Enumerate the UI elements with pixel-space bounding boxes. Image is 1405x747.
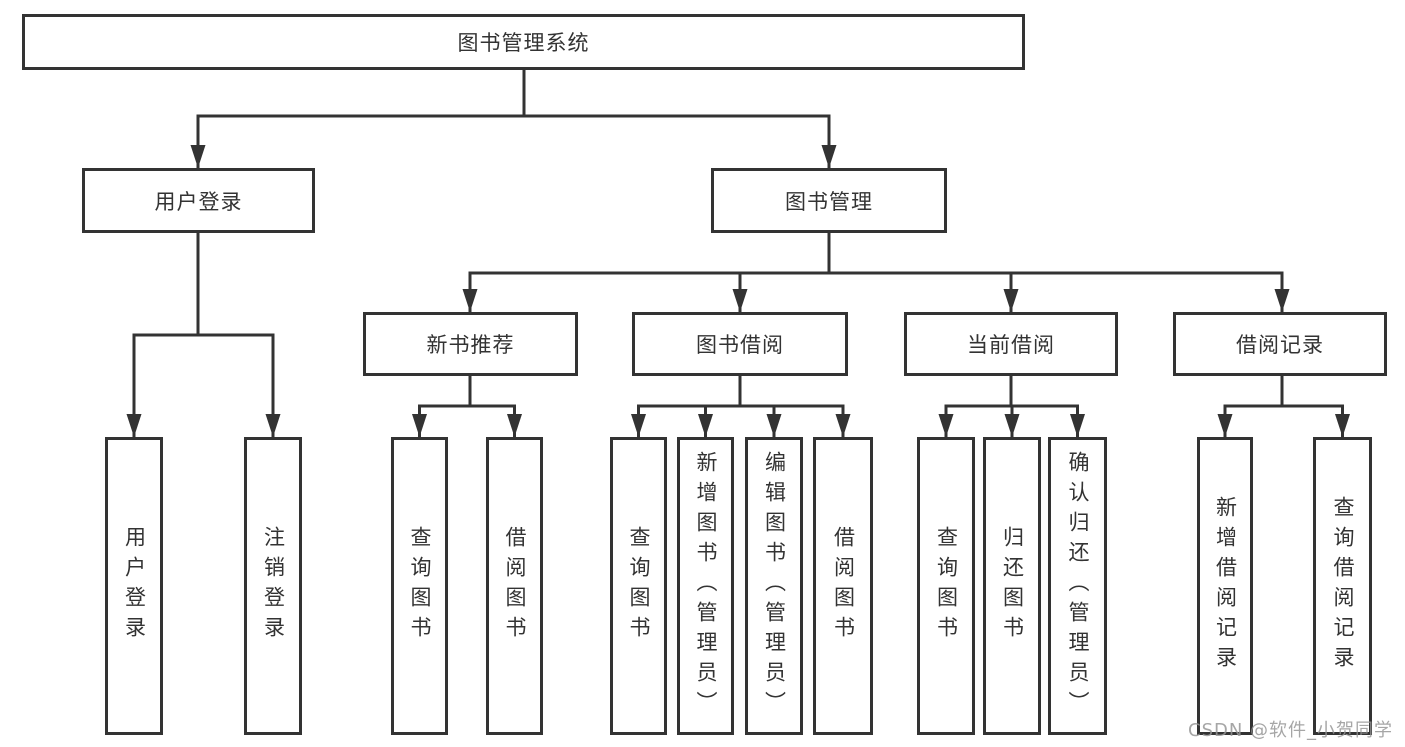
edges-current-borrow — [938, 375, 1085, 437]
node-user-login-branch: 用户登录 — [82, 168, 315, 233]
leaf-borrow-add-admin: 新增图书（管理员） — [677, 437, 734, 735]
node-borrow-records-label: 借阅记录 — [1236, 333, 1324, 357]
leaf-current-confirm-admin: 确认归还（管理员） — [1048, 437, 1107, 735]
node-borrow-records: 借阅记录 — [1173, 312, 1387, 376]
node-current-borrow: 当前借阅 — [904, 312, 1118, 376]
leaf-records-add-label: 新增借阅记录 — [1213, 496, 1238, 676]
csdn-watermark: CSDN @软件_小贺同学 — [1188, 720, 1394, 741]
leaf-current-query: 查询图书 — [917, 437, 975, 735]
leaf-borrow-query: 查询图书 — [610, 437, 667, 735]
leaf-borrow-edit-admin: 编辑图书（管理员） — [745, 437, 803, 735]
edges-root-to-level1 — [190, 68, 837, 168]
leaf-current-confirm-admin-label: 确认归还（管理员） — [1066, 451, 1090, 721]
leaf-current-return: 归还图书 — [983, 437, 1041, 735]
node-root-library-system: 图书管理系统 — [22, 14, 1025, 70]
leaf-borrow-add-admin-label: 新增图书（管理员） — [694, 451, 718, 721]
node-new-book-recommend: 新书推荐 — [363, 312, 578, 376]
node-user-login-branch-label: 用户登录 — [154, 189, 243, 214]
leaf-records-add: 新增借阅记录 — [1197, 437, 1253, 735]
leaf-user-login-label: 用户登录 — [122, 526, 147, 646]
edges-new-book-recommend — [412, 375, 522, 437]
leaf-current-return-label: 归还图书 — [1000, 526, 1025, 646]
leaf-records-query: 查询借阅记录 — [1313, 437, 1372, 735]
node-book-management-label: 图书管理 — [785, 189, 873, 214]
node-new-book-recommend-label: 新书推荐 — [426, 333, 515, 357]
leaf-logout-label: 注销登录 — [261, 526, 286, 646]
leaf-records-query-label: 查询借阅记录 — [1331, 496, 1355, 676]
edges-book-borrow — [631, 375, 851, 437]
node-current-borrow-label: 当前借阅 — [967, 333, 1055, 357]
leaf-logout: 注销登录 — [244, 437, 302, 735]
node-book-management: 图书管理 — [711, 168, 947, 233]
node-root-label: 图书管理系统 — [457, 31, 590, 55]
leaf-borrow-edit-admin-label: 编辑图书（管理员） — [762, 451, 787, 721]
node-book-borrow-label: 图书借阅 — [696, 333, 784, 357]
leaf-newbook-borrow: 借阅图书 — [486, 437, 543, 735]
leaf-borrow-query-label: 查询图书 — [627, 526, 651, 646]
leaf-user-login: 用户登录 — [105, 437, 163, 735]
edges-borrow-records — [1217, 375, 1350, 437]
leaf-current-query-label: 查询图书 — [934, 526, 959, 646]
leaf-newbook-query: 查询图书 — [391, 437, 448, 735]
leaf-borrow-borrow-label: 借阅图书 — [831, 526, 856, 646]
edges-user-login-branch — [126, 232, 281, 437]
leaf-borrow-borrow: 借阅图书 — [813, 437, 873, 735]
node-book-borrow: 图书借阅 — [632, 312, 848, 376]
leaf-newbook-query-label: 查询图书 — [408, 526, 432, 646]
leaf-newbook-borrow-label: 借阅图书 — [503, 526, 527, 646]
edges-book-management-branch — [462, 232, 1290, 312]
